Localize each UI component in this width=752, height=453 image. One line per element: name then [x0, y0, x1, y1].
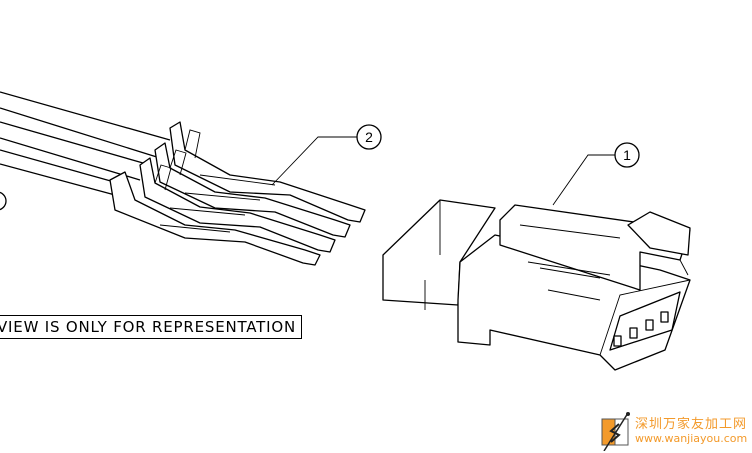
watermark: 深圳万家友加工网 www.wanjiayou.com — [600, 411, 750, 451]
balloon-1: 1 — [552, 142, 640, 206]
terminals — [109, 121, 366, 266]
connector-housing — [382, 199, 691, 371]
svg-text:1: 1 — [623, 147, 631, 163]
balloon-2: 2 — [271, 124, 382, 186]
svg-text:2: 2 — [365, 129, 373, 145]
watermark-name: 深圳万家友加工网 — [635, 417, 748, 432]
partial-balloon — [0, 191, 7, 211]
wires — [0, 91, 171, 196]
watermark-url[interactable]: www.wanjiayou.com — [635, 432, 748, 445]
representation-note: VIEW IS ONLY FOR REPRESENTATION — [0, 315, 302, 339]
watermark-logo-icon — [601, 412, 630, 451]
